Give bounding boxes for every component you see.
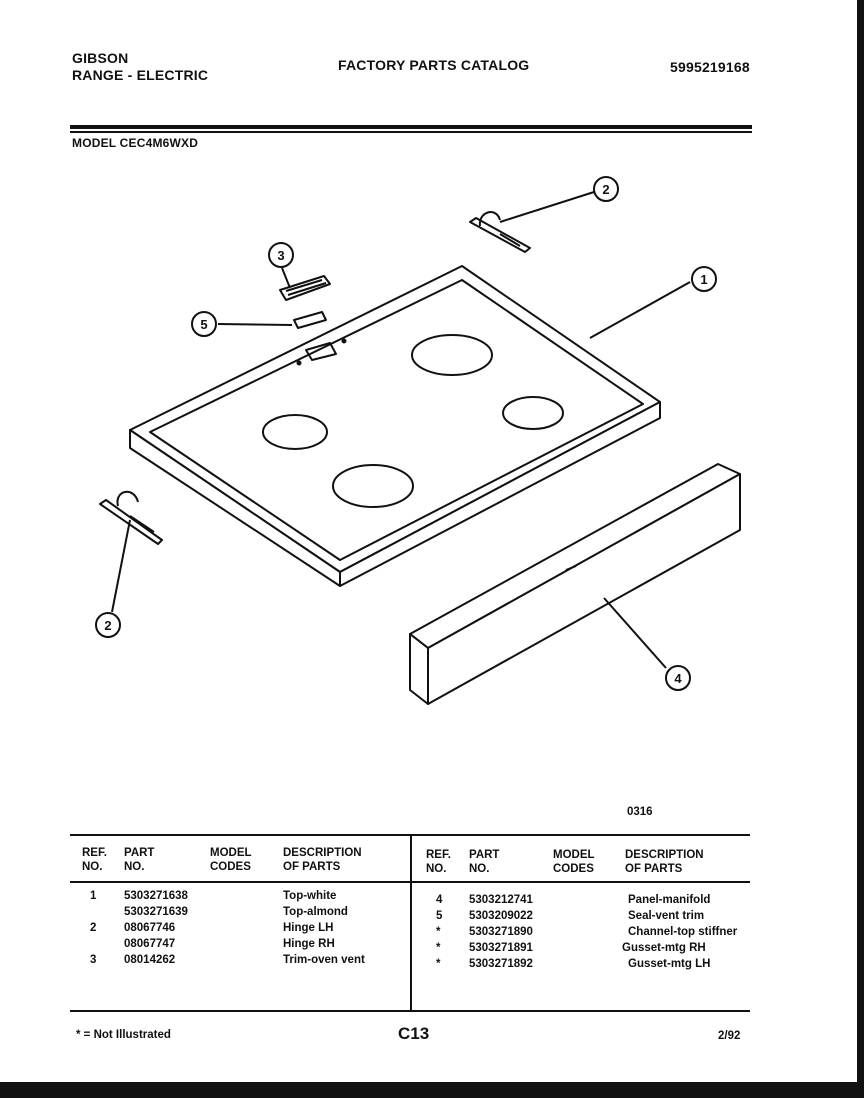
ref-cell: * [436, 942, 441, 954]
not-illustrated-note: * = Not Illustrated [76, 1029, 171, 1041]
scan-edge [857, 0, 864, 1098]
desc-cell: Channel-top stiffner [628, 926, 738, 938]
table-row: * 5303271892 Gusset-mtg LH [436, 957, 756, 973]
exploded-parts-diagram: 1 2 2 3 4 5 [95, 176, 741, 705]
part-cell: 5303271890 [469, 926, 533, 938]
part-cell: 08014262 [124, 954, 176, 966]
part-cell: 5303271638 [124, 890, 188, 902]
vent-seal-part [293, 311, 327, 329]
left-parts-list: 1 5303271638 Top-white 5303271639 Top-al… [90, 889, 410, 969]
right-ref-header: REF.NO. [426, 849, 451, 875]
desc-cell: Top-almond [283, 906, 348, 918]
callout-1-label: 1 [700, 272, 707, 287]
table-top-rule [70, 834, 750, 836]
callout-4-label: 4 [674, 671, 682, 686]
ref-cell: * [436, 926, 441, 938]
desc-cell: Seal-vent trim [628, 910, 705, 922]
callout-5-label: 5 [200, 317, 207, 332]
desc-cell: Top-white [283, 890, 337, 902]
scan-bottom-edge [0, 1082, 864, 1098]
desc-cell: Hinge RH [283, 938, 335, 950]
header-rule-thick [70, 125, 752, 129]
desc-cell: Panel-manifold [628, 894, 711, 906]
part-cell: 5303212741 [469, 894, 533, 906]
table-row: 5303271639 Top-almond [90, 905, 410, 921]
cooktop-part [129, 265, 661, 587]
manifold-panel-part [409, 463, 741, 705]
callout-2-lower-label: 2 [104, 618, 111, 633]
table-row: 08067747 Hinge RH [90, 937, 410, 953]
hinge-lower-part [99, 491, 163, 545]
brand-name: GIBSON [72, 50, 129, 66]
desc-cell: Gusset-mtg RH [622, 942, 706, 954]
table-row: 1 5303271638 Top-white [90, 889, 410, 905]
part-cell: 08067747 [124, 938, 176, 950]
desc-cell: Hinge LH [283, 922, 334, 934]
catalog-number: 5995219168 [670, 59, 750, 75]
callout-3-label: 3 [277, 248, 284, 263]
part-cell: 5303271892 [469, 958, 533, 970]
revision-date: 2/92 [718, 1030, 741, 1042]
table-bottom-rule [70, 1010, 750, 1012]
desc-cell: Gusset-mtg LH [628, 958, 711, 970]
oven-vent-trim-part [279, 275, 331, 301]
left-ref-header: REF.NO. [82, 847, 107, 873]
model-number: MODEL CEC4M6WXD [72, 136, 199, 150]
figure-code: 0316 [627, 806, 653, 818]
right-parts-list: 4 5303212741 Panel-manifold 5 5303209022… [436, 893, 756, 973]
hinge-upper-part [469, 211, 531, 253]
ref-cell: 2 [90, 922, 97, 934]
ref-cell: * [436, 958, 441, 970]
ref-cell: 5 [436, 910, 443, 922]
catalog-title: FACTORY PARTS CATALOG [338, 57, 530, 73]
part-cell: 08067746 [124, 922, 176, 934]
part-cell: 5303271891 [469, 942, 533, 954]
part-cell: 5303209022 [469, 910, 533, 922]
page-number: C13 [398, 1024, 430, 1043]
product-type: RANGE - ELECTRIC [72, 67, 209, 83]
ref-cell: 3 [90, 954, 97, 966]
table-row: 2 08067746 Hinge LH [90, 921, 410, 937]
table-row: 4 5303212741 Panel-manifold [436, 893, 756, 909]
table-row: 5 5303209022 Seal-vent trim [436, 909, 756, 925]
callout-2-upper-label: 2 [602, 182, 609, 197]
table-row: * 5303271891 Gusset-mtg RH [436, 941, 756, 957]
header-rule-thin [70, 131, 752, 133]
part-cell: 5303271639 [124, 906, 188, 918]
table-row: 3 08014262 Trim-oven vent [90, 953, 410, 969]
table-row: * 5303271890 Channel-top stiffner [436, 925, 756, 941]
desc-cell: Trim-oven vent [283, 954, 365, 966]
table-divider [410, 836, 412, 1010]
ref-cell: 4 [436, 894, 443, 906]
ref-cell: 1 [90, 890, 97, 902]
